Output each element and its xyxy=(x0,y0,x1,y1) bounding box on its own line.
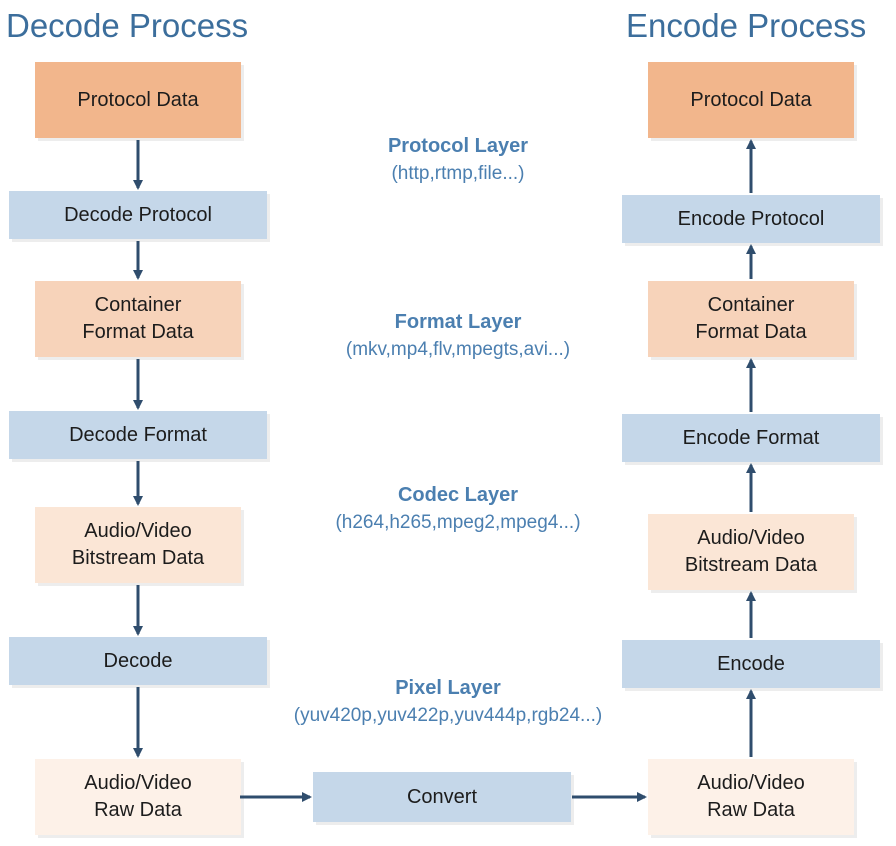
encode-protocol-data-box: Protocol Data xyxy=(648,62,854,138)
codec-layer-name: Codec Layer xyxy=(397,484,519,506)
decode-format-label: Decode Format xyxy=(69,423,207,446)
encode-container-format-data-box: Container Format Data xyxy=(648,281,854,357)
encode-protocol-label: Encode Protocol xyxy=(677,207,825,230)
decode-protocol-label: Decode Protocol xyxy=(64,203,212,226)
encode-bitstream-data-box: Audio/Video Bitstream Data xyxy=(648,514,854,590)
encode-format-box: Encode Format xyxy=(622,414,880,462)
format-layer-examples: (mkv,mp4,flv,mpegts,avi...) xyxy=(345,339,571,360)
protocol-layer-examples: (http,rtmp,file...) xyxy=(391,163,525,184)
decode-protocol-box: Decode Protocol xyxy=(9,191,267,239)
decode-raw-data-label: Audio/Video Raw Data xyxy=(84,772,192,821)
codec-layer-examples: (h264,h265,mpeg2,mpeg4...) xyxy=(335,512,581,533)
decode-label: Decode xyxy=(103,649,173,672)
convert-box: Convert xyxy=(313,772,571,822)
pixel-layer-name: Pixel Layer xyxy=(395,677,501,699)
decode-bitstream-data-label: Audio/Video Bitstream Data xyxy=(71,520,205,569)
format-layer-label: Format Layer (mkv,mp4,flv,mpegts,avi...) xyxy=(268,308,648,364)
encode-bitstream-data-label: Audio/Video Bitstream Data xyxy=(684,527,818,576)
encode-box: Encode xyxy=(622,640,880,688)
decode-box: Decode xyxy=(9,637,267,685)
protocol-layer-name: Protocol Layer xyxy=(387,135,529,157)
decode-bitstream-data-box: Audio/Video Bitstream Data xyxy=(35,507,241,583)
encode-process-title: Encode Process xyxy=(626,7,867,44)
encode-label: Encode xyxy=(717,652,785,675)
decode-format-box: Decode Format xyxy=(9,411,267,459)
encode-protocol-data-label: Protocol Data xyxy=(690,88,812,111)
protocol-layer-label: Protocol Layer (http,rtmp,file...) xyxy=(268,132,648,188)
decode-container-format-data-box: Container Format Data xyxy=(35,281,241,357)
decode-container-format-data-label: Container Format Data xyxy=(82,294,194,343)
decode-protocol-data-label: Protocol Data xyxy=(77,88,199,111)
encode-raw-data-label: Audio/Video Raw Data xyxy=(697,772,805,821)
codec-layer-label: Codec Layer (h264,h265,mpeg2,mpeg4...) xyxy=(268,481,648,537)
decode-process-title: Decode Process xyxy=(6,7,249,44)
encode-raw-data-box: Audio/Video Raw Data xyxy=(648,759,854,835)
format-layer-name: Format Layer xyxy=(394,311,522,333)
pixel-layer-label: Pixel Layer (yuv420p,yuv422p,yuv444p,rgb… xyxy=(258,674,638,730)
encode-protocol-box: Encode Protocol xyxy=(622,195,880,243)
encode-format-label: Encode Format xyxy=(682,426,820,449)
convert-label: Convert xyxy=(406,785,478,808)
decode-protocol-data-box: Protocol Data xyxy=(35,62,241,138)
pixel-layer-examples: (yuv420p,yuv422p,yuv444p,rgb24...) xyxy=(293,705,603,726)
encode-container-format-data-label: Container Format Data xyxy=(695,294,807,343)
decode-raw-data-box: Audio/Video Raw Data xyxy=(35,759,241,835)
